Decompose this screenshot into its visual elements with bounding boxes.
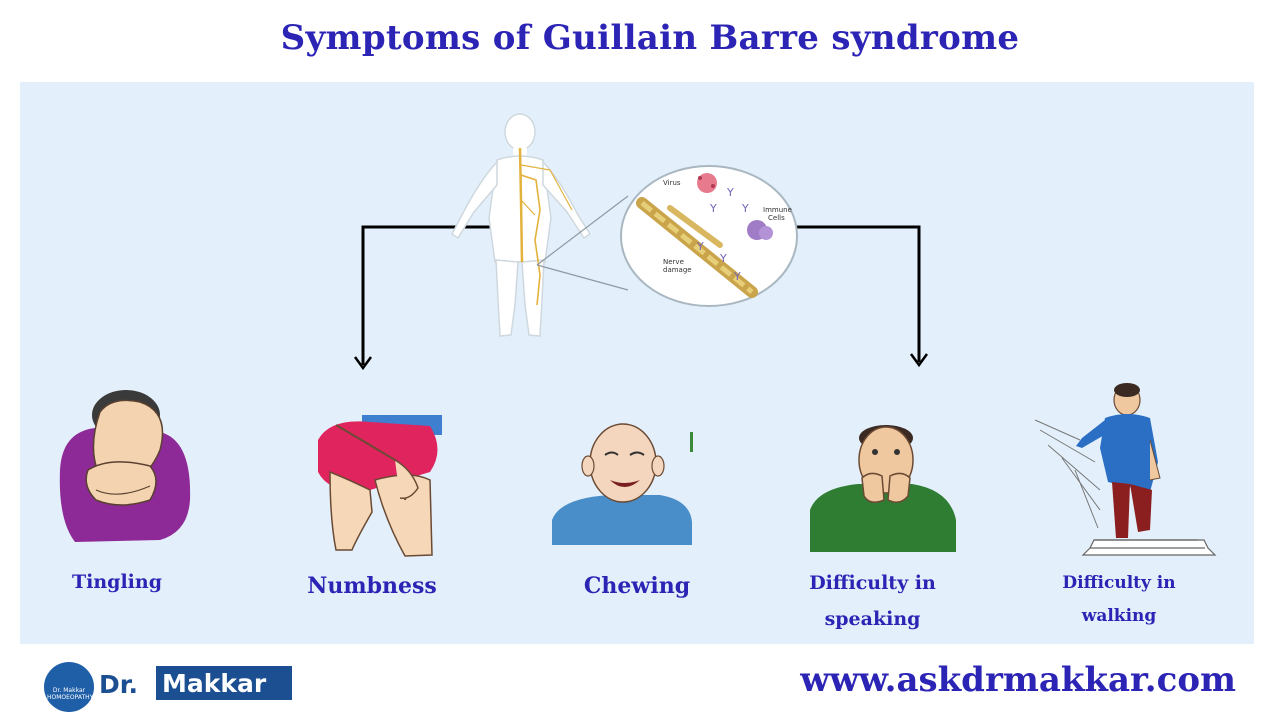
symptom-label-line: Difficulty in: [1062, 573, 1176, 593]
logo-name-box: [156, 666, 292, 700]
svg-text:Y: Y: [719, 252, 727, 265]
page-title: Symptoms of Guillain Barre syndrome: [280, 18, 1020, 58]
brand-logo[interactable]: Dr. Makkar HOMOEOPATHY Dr. Makkar: [44, 662, 294, 712]
nerve-damage-label: Nerve: [663, 258, 684, 266]
virus-label: Virus: [663, 179, 681, 187]
walking-illustration: [1034, 383, 1217, 556]
logo-name-text: Makkar: [162, 669, 267, 698]
symptom-label-difficulty-speaking: Difficulty in speaking: [790, 565, 955, 637]
svg-text:Y: Y: [741, 202, 749, 215]
numbness-illustration: [318, 415, 442, 557]
symptom-label-line: Difficulty in: [809, 572, 936, 594]
logo-small-name: Dr. Makkar: [52, 687, 86, 694]
symptom-label-numbness: Numbness: [307, 573, 437, 599]
speaking-illustration: [810, 425, 956, 552]
nerve-damage-inset: Y Y Y Y Y Y Virus Immune Cells Nerve dam…: [620, 165, 798, 307]
symptom-label-difficulty-walking: Difficulty in walking: [1046, 567, 1192, 633]
svg-text:Y: Y: [733, 270, 741, 283]
immune-cells-label-2: Cells: [768, 214, 785, 222]
svg-text:Y: Y: [709, 202, 717, 215]
svg-text:Y: Y: [726, 186, 734, 199]
immune-cells-label: Immune: [763, 206, 792, 214]
connector-left: [353, 225, 500, 371]
logo-small-sub: HOMOEOPATHY: [47, 694, 94, 701]
symptom-label-line: speaking: [824, 608, 921, 630]
symptom-label-chewing: Chewing: [583, 573, 691, 599]
tingling-illustration: [59, 390, 191, 542]
logo-dr-text: Dr.: [99, 670, 139, 699]
website-url[interactable]: www.askdrmakkar.com: [800, 660, 1236, 700]
body-figure: [451, 113, 592, 337]
logo-emblem-icon: Dr. Makkar HOMOEOPATHY: [44, 662, 94, 712]
svg-text:Y: Y: [696, 240, 704, 253]
diagram-panel: [20, 82, 1254, 644]
symptom-label-tingling: Tingling: [72, 571, 162, 593]
chewing-illustration: [552, 423, 693, 545]
nerve-damage-label-2: damage: [663, 266, 692, 274]
symptom-label-line: walking: [1081, 606, 1157, 626]
connector-right: [795, 225, 929, 368]
